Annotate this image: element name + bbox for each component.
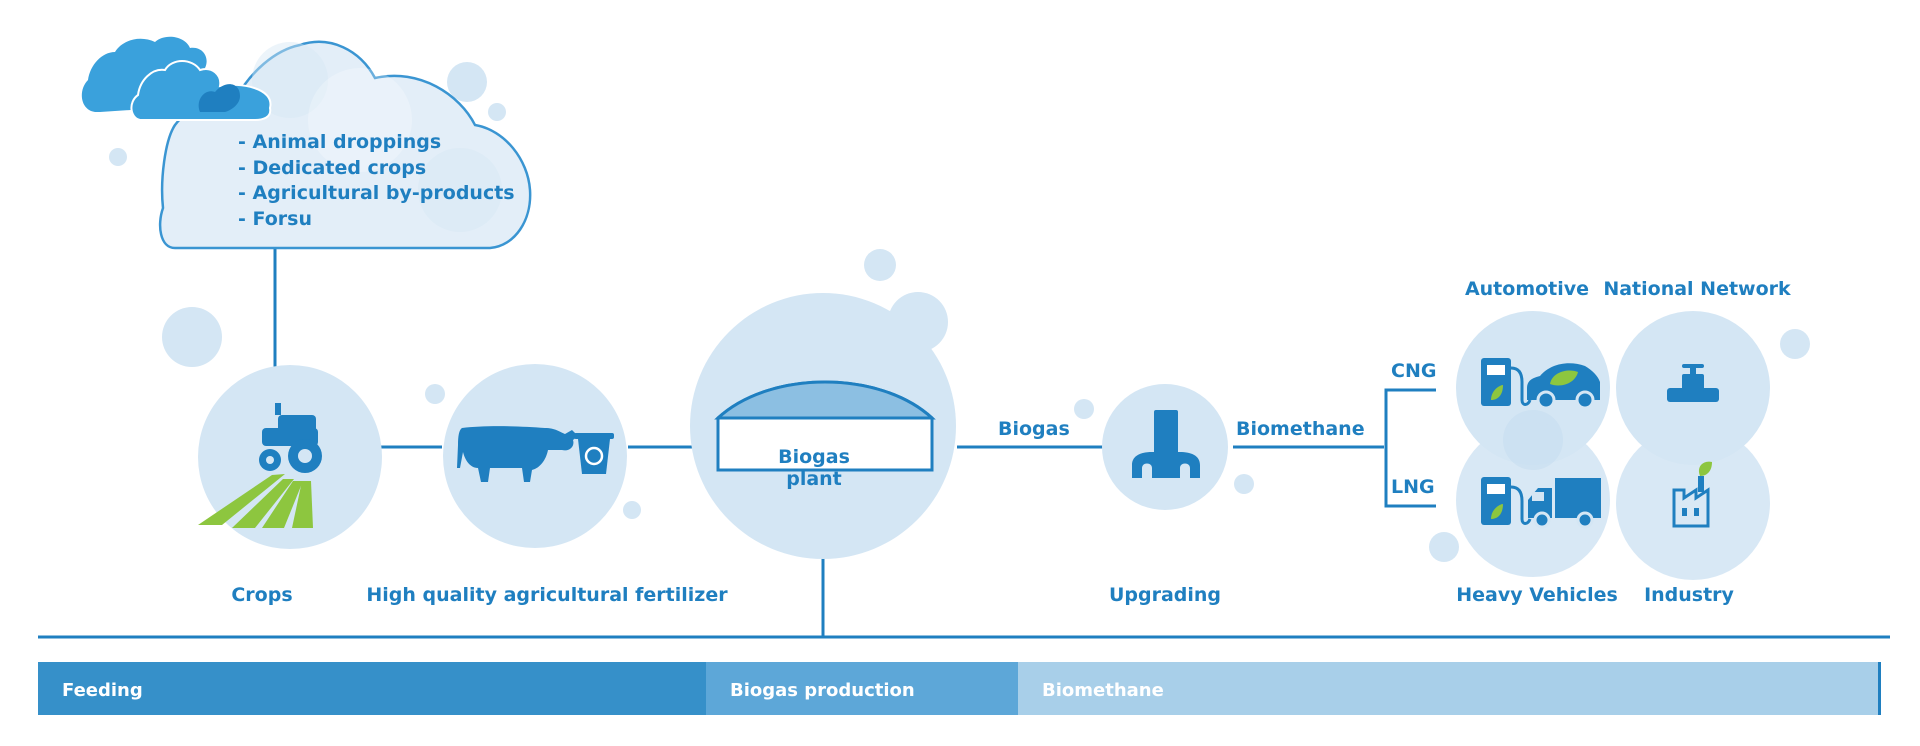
- upgrading-label: Upgrading: [1108, 584, 1222, 606]
- heavy-vehicles-label: Heavy Vehicles: [1456, 584, 1618, 606]
- industry-label: Industry: [1644, 584, 1734, 606]
- biogas-flow-label: Biogas: [998, 418, 1070, 440]
- truck-icon: [1528, 478, 1601, 529]
- phase-biogas-production: Biogas production: [706, 662, 1018, 715]
- cloud-icon: [81, 36, 272, 121]
- upgrader-icon: [1132, 410, 1200, 478]
- decorative-bubbles: [109, 62, 1810, 562]
- automotive-label: Automotive: [1464, 278, 1590, 300]
- national-network-label: National Network: [1603, 278, 1791, 300]
- source-item: - Agricultural by-products: [238, 182, 515, 204]
- cow-icon: [457, 426, 578, 482]
- crops-label: Crops: [231, 584, 293, 606]
- biomethane-flow-label: Biomethane: [1236, 418, 1365, 440]
- phase-bar-end-cap: [1878, 662, 1881, 715]
- phase-feeding: Feeding: [38, 662, 706, 715]
- source-item: - Forsu: [238, 207, 312, 230]
- fertilizer-label: High quality agricultural fertilizer: [366, 584, 728, 606]
- source-materials-list: - Animal droppings - Dedicated crops - A…: [238, 130, 515, 232]
- eco-car-icon: [1527, 363, 1600, 410]
- connector-lines: [38, 248, 1890, 639]
- source-item: - Animal droppings: [238, 131, 442, 153]
- phase-biomethane: Biomethane: [1018, 662, 1880, 715]
- biodigester-icon: [714, 380, 936, 472]
- fuel-pump-icon: [1481, 477, 1532, 525]
- biogas-plant-label: Biogas plant: [778, 446, 850, 490]
- tractor-icon: [259, 403, 322, 473]
- lng-label: LNG: [1391, 476, 1435, 498]
- bubble-overlap-a: [1503, 410, 1563, 470]
- fuel-pump-icon: [1481, 358, 1532, 406]
- industry-bubble: [1616, 426, 1770, 580]
- pipeline-valve-icon: [1667, 364, 1719, 402]
- source-item: - Dedicated crops: [238, 156, 427, 179]
- factory-icon: [1672, 461, 1712, 528]
- cng-label: CNG: [1391, 360, 1437, 382]
- field-icon: [198, 474, 313, 528]
- recycle-bin-icon: [574, 433, 614, 474]
